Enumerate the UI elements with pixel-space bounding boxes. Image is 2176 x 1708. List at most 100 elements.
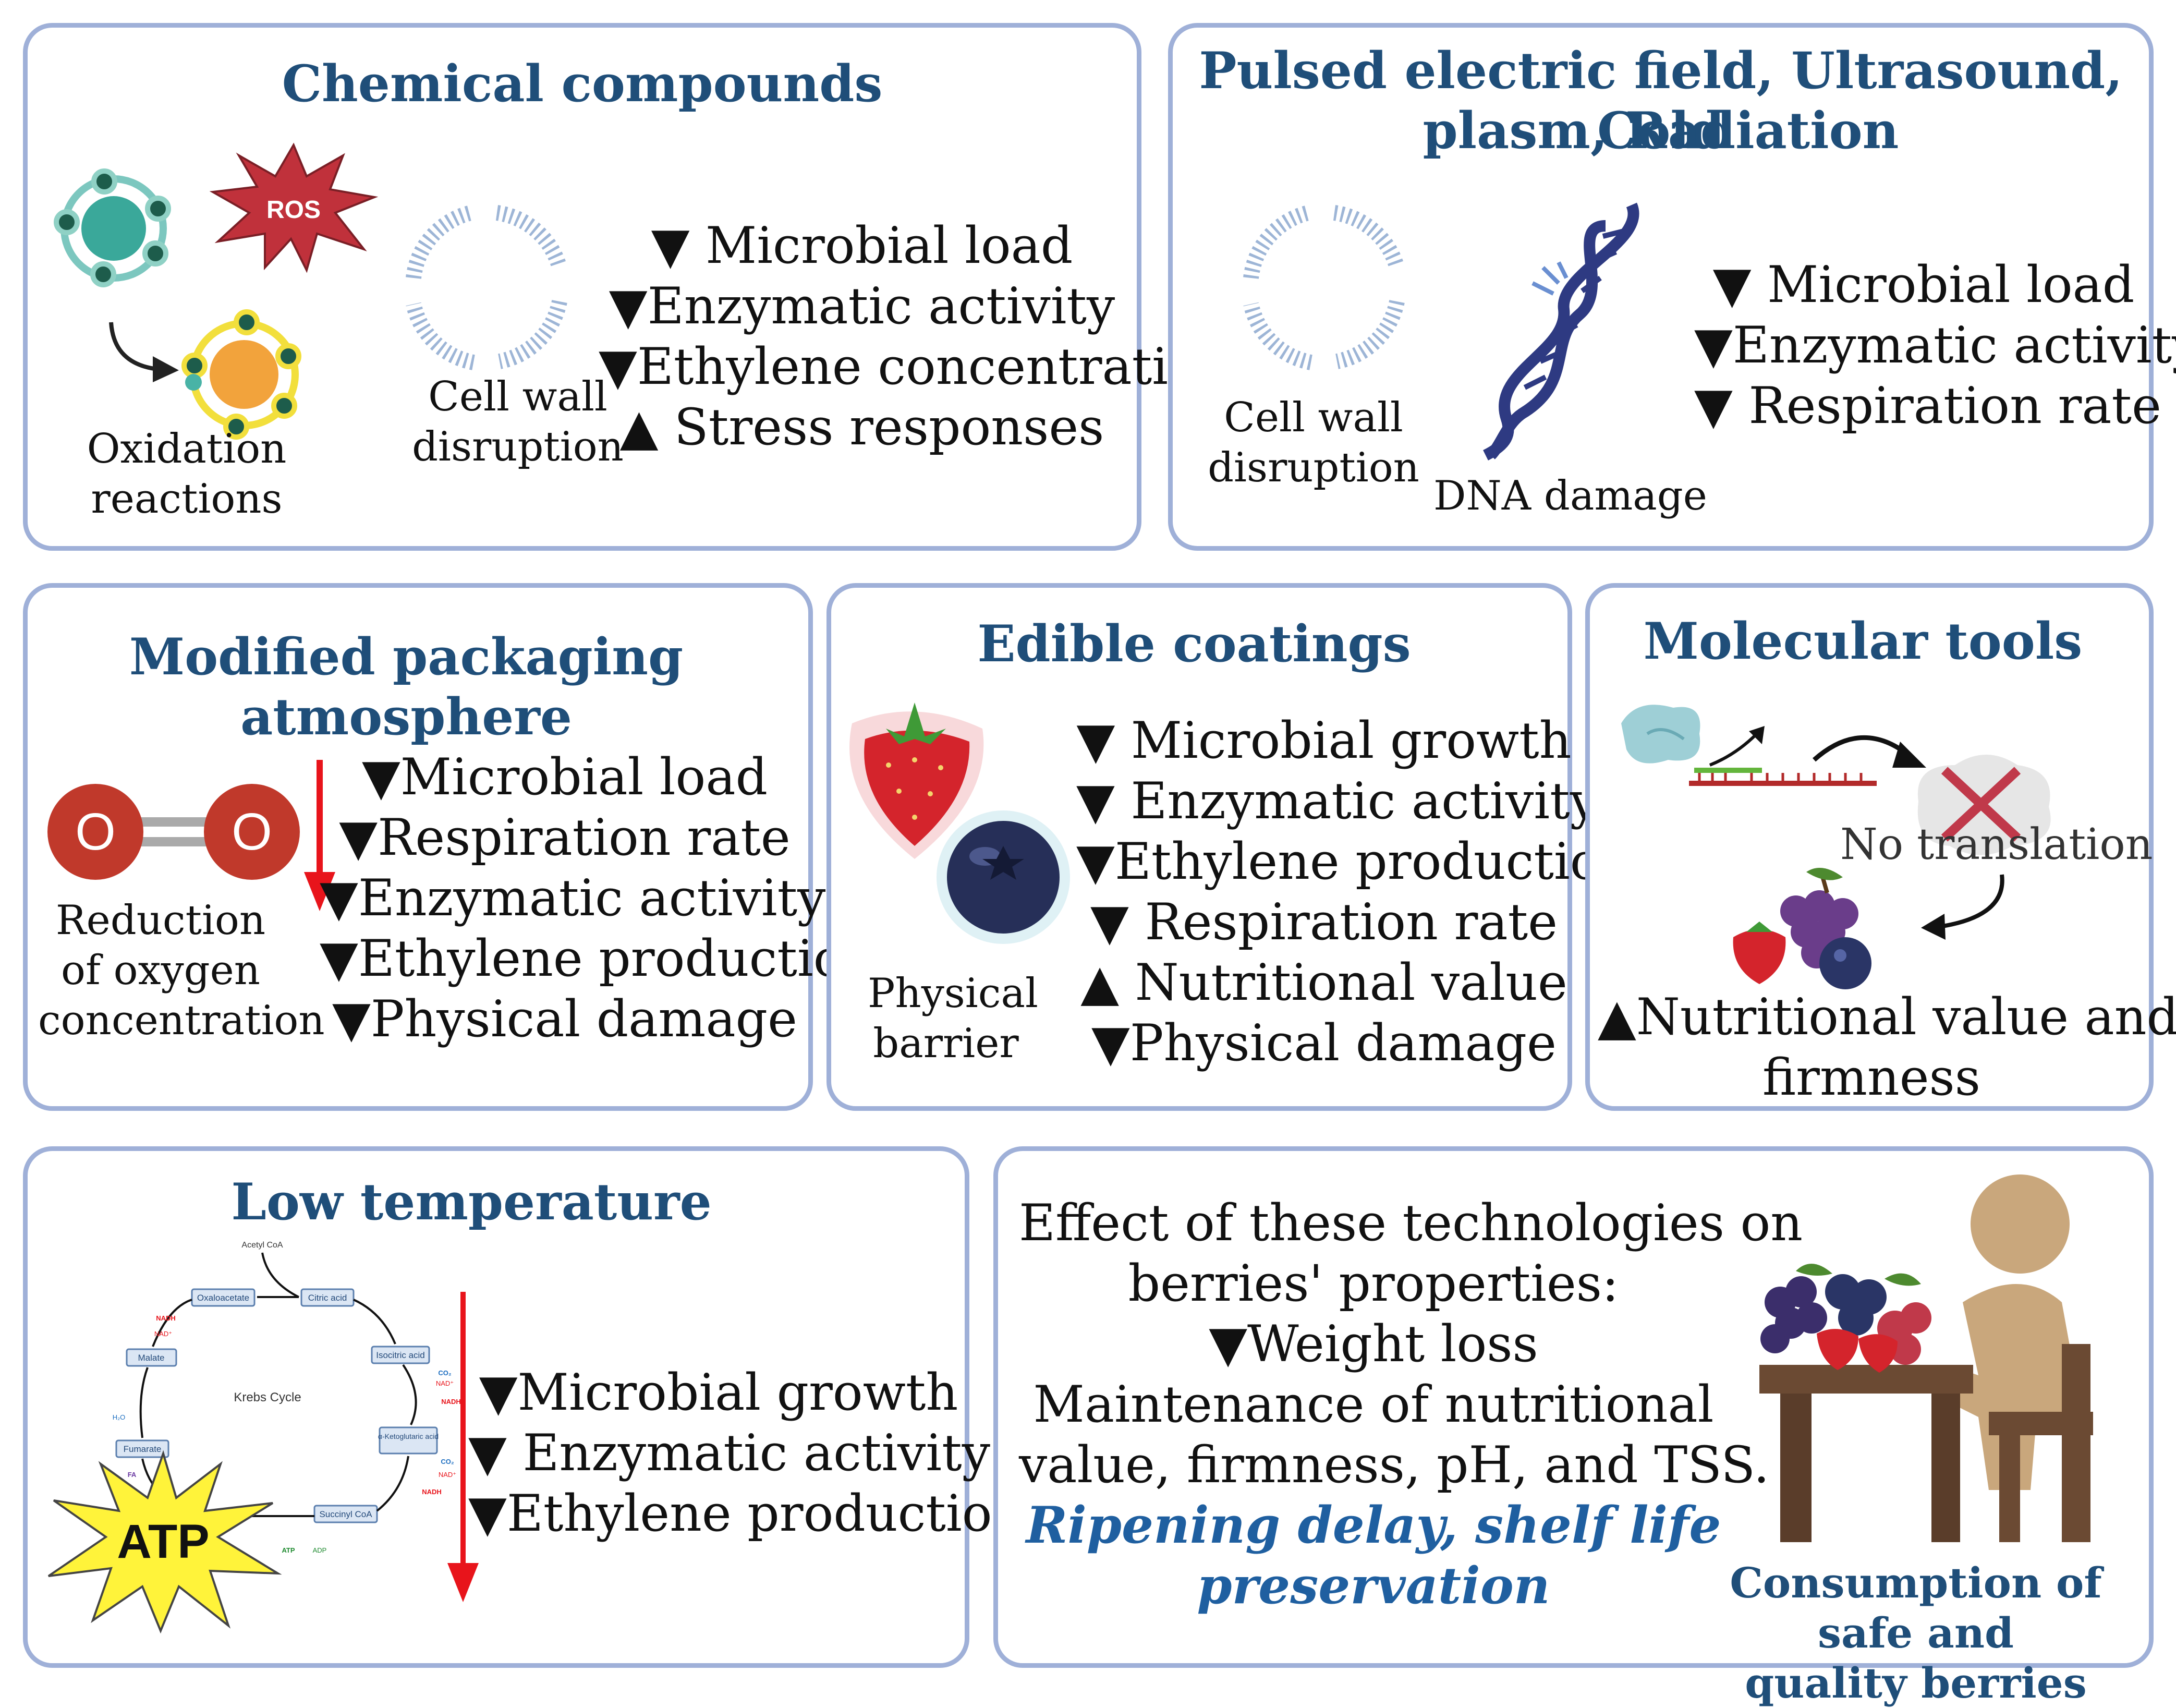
caption-cell-wall: Cell wall disruption — [1208, 394, 1419, 491]
panel-title: Low temperature — [231, 1172, 712, 1231]
krebs-small-label: NAD⁺ — [436, 1379, 454, 1387]
molecule-teal-icon — [54, 168, 171, 287]
panel-title: Modified packaging atmosphere — [129, 627, 684, 746]
krebs-node: Acetyl CoA — [241, 1241, 283, 1250]
effect-item: ▼Respiration rate — [339, 808, 791, 867]
blueberry-icon — [937, 810, 1070, 944]
effect-item: ▲ Stress responses — [619, 398, 1104, 456]
effect-item: ▼Ethylene production — [320, 929, 876, 988]
curved-arrow-icon — [1813, 735, 1926, 768]
effect-item: ▼Enzymatic activity — [609, 277, 1115, 335]
panel-low-temperature: Low temperature Acetyl CoA Citric acid I… — [23, 1146, 1025, 1668]
krebs-small-label: NADH — [156, 1314, 176, 1322]
effect-item: ▼ Enzymatic activity — [468, 1424, 990, 1482]
summary-line: Effect of these technologies on — [1019, 1194, 1803, 1252]
decrease-arrow-icon — [447, 1292, 479, 1602]
atom-label: O — [75, 803, 116, 861]
krebs-small-label: FA — [128, 1471, 137, 1479]
effect-item: ▼ Respiration rate — [1090, 893, 1558, 951]
summary-line: berries' properties: — [1128, 1254, 1619, 1313]
krebs-small-label: H₂O — [113, 1413, 126, 1421]
caption-physical-barrier: Physical barrier — [868, 970, 1038, 1067]
summary-line: Maintenance of nutritional — [1033, 1375, 1714, 1434]
effect-item: ▼Enzymatic activity — [1694, 316, 2176, 374]
krebs-node: Succinyl CoA — [319, 1509, 372, 1519]
krebs-small-label: ATP — [282, 1546, 295, 1554]
effect-item: ▲Nutritional value and — [1598, 988, 2176, 1046]
summary-line: ▼Weight loss — [1209, 1315, 1538, 1373]
krebs-center-label: Krebs Cycle — [234, 1390, 301, 1404]
atp-label: ATP — [117, 1515, 209, 1568]
caption-line: Consumption of safe and — [1730, 1558, 2102, 1657]
panel-title-line-1: Pulsed electric field, Ultrasound, Cold — [1199, 41, 2123, 160]
effects-list: ▼ Microbial growth ▼ Enzymatic activity … — [1076, 710, 1633, 1073]
krebs-node: Malate — [138, 1353, 164, 1363]
effects-list: ▼Microbial growth ▼ Enzymatic activity ▼… — [468, 1362, 1025, 1544]
highlight-line: preservation — [1197, 1556, 1550, 1615]
effect-item: ▼ Respiration rate — [1694, 377, 2161, 435]
panel-edible-coatings: Edible coatings Physical barrier ▼ Micro… — [826, 583, 1633, 1111]
return-arrow-icon — [1921, 874, 2004, 940]
ros-label: ROS — [266, 196, 321, 224]
effect-item: ▲ Nutritional value — [1080, 953, 1567, 1012]
oxygen-molecule-icon: O O — [47, 784, 300, 880]
ros-burst-icon: ROS — [209, 142, 379, 273]
panel-title: Molecular tools — [1643, 612, 2083, 671]
effect-item: ▼Ethylene concentration — [599, 337, 1231, 396]
krebs-small-label: ADP — [313, 1546, 327, 1554]
highlight-line: Ripening delay, shelf life — [1026, 1496, 1721, 1555]
berries-icon — [1733, 868, 1871, 989]
krebs-small-label: NAD⁺ — [439, 1471, 456, 1479]
effect-item: ▼ Microbial load — [651, 216, 1073, 275]
oxidation-arrow-icon — [109, 322, 179, 382]
krebs-small-label: CO₂ — [441, 1458, 454, 1465]
rna-interference-icon — [1621, 705, 1877, 786]
effect-item: ▼Physical damage — [332, 990, 797, 1048]
person-at-table-icon — [1759, 1174, 2093, 1542]
krebs-node: Citric acid — [308, 1293, 347, 1303]
krebs-small-label: CO₂ — [438, 1369, 452, 1377]
panel-chemical-compounds: Chemical compounds ROS Oxidation reactio… — [23, 23, 1231, 551]
panel-pulsed-electric-field: Pulsed electric field, Ultrasound, Cold … — [1168, 23, 2176, 551]
caption-oxygen-reduction: Reduction of oxygen concentration — [38, 897, 325, 1044]
consumption-caption: Consumption of safe and quality berries — [1686, 1558, 2145, 1708]
effect-item: ▼ Microbial growth — [1076, 711, 1572, 770]
no-translation-label: No translation — [1840, 820, 2153, 869]
effect-item: ▼Ethylene production — [468, 1484, 1025, 1543]
effects-list: ▼ Microbial load ▼Enzymatic activity ▼Et… — [599, 215, 1231, 457]
effect-item: ▼ Microbial load — [1712, 256, 2135, 314]
cell-membrane-icon — [406, 205, 567, 370]
effect-item: ▼Physical damage — [1091, 1014, 1557, 1072]
summary-text: Effect of these technologies on berries'… — [1019, 1193, 1803, 1616]
effect-item: firmness — [1762, 1048, 1981, 1107]
effect-item: ▼Enzymatic activity — [320, 869, 826, 927]
effects-list: ▲Nutritional value and firmness — [1598, 987, 2176, 1108]
krebs-small-label: NADH — [441, 1398, 461, 1406]
effect-item: ▼ Enzymatic activity — [1076, 772, 1598, 830]
panel-molecular-tools: Molecular tools No translation — [1585, 583, 2176, 1111]
atom-label: O — [232, 803, 272, 861]
panel-title: Edible coatings — [977, 614, 1411, 673]
panel-summary: Effect of these technologies on berries'… — [993, 1146, 2154, 1707]
effect-item: ▼Microbial load — [361, 748, 768, 806]
decrease-arrow-icon — [304, 760, 335, 911]
effect-item: ▼Microbial growth — [479, 1363, 958, 1422]
caption-line: quality berries — [1745, 1658, 2087, 1707]
blocked-protein-icon — [1917, 755, 2051, 855]
krebs-small-label: NAD⁺ — [154, 1330, 172, 1338]
effects-list: ▼ Microbial load ▼Enzymatic activity ▼ R… — [1694, 255, 2176, 436]
krebs-node: Isocitric acid — [376, 1350, 425, 1360]
atp-burst-icon: ATP — [47, 1450, 282, 1634]
panel-modified-atmosphere: Modified packaging atmosphere O O Reduct… — [23, 583, 876, 1111]
summary-line: value, firmness, pH, and TSS. — [1019, 1436, 1770, 1494]
krebs-small-label: NADH — [422, 1488, 442, 1496]
strawberry-icon — [849, 702, 984, 859]
molecule-yellow-icon — [181, 309, 301, 440]
effects-list: ▼Microbial load ▼Respiration rate ▼Enzym… — [320, 747, 876, 1049]
effect-item: ▼Ethylene production — [1076, 832, 1633, 891]
caption-dna-damage: DNA damage — [1433, 473, 1707, 519]
caption-oxidation: Oxidation reactions — [87, 426, 287, 523]
krebs-node: Fumarate — [124, 1444, 162, 1454]
cell-membrane-icon — [1243, 205, 1405, 370]
panel-title-line-2: plasm, Radiation — [1423, 101, 1899, 160]
